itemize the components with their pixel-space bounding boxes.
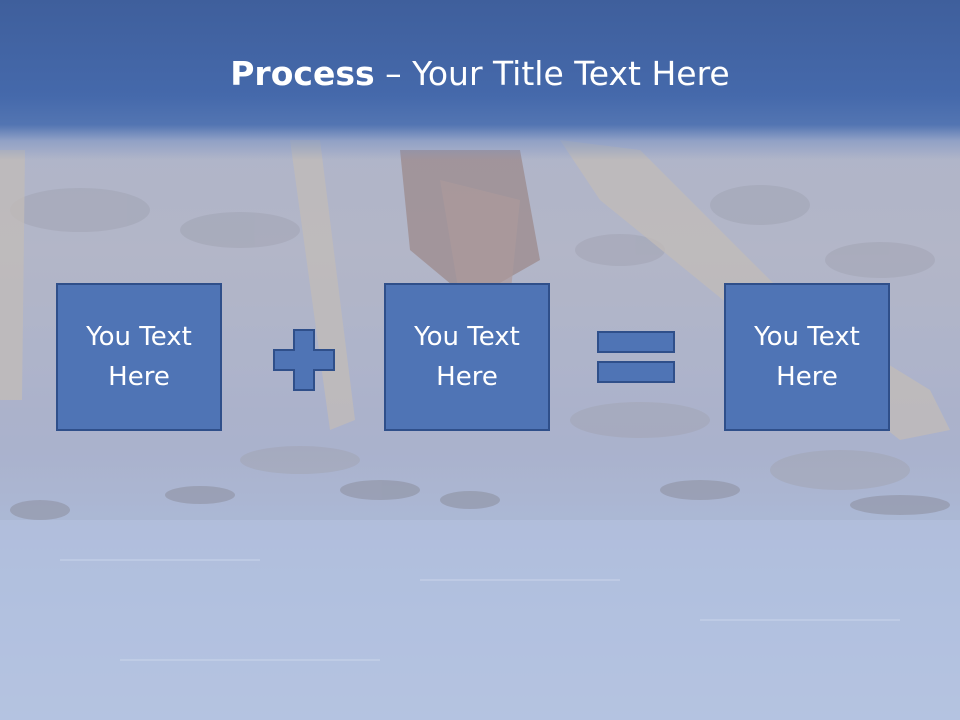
process-box-3[interactable]: You Text Here — [724, 283, 890, 431]
equals-icon — [597, 331, 675, 383]
title-text: – Your Title Text Here — [374, 54, 730, 93]
process-box-3-label: You Text Here — [754, 322, 860, 392]
plus-icon — [273, 329, 335, 391]
slide-title[interactable]: Process – Your Title Text Here — [0, 52, 960, 96]
process-box-2[interactable]: You Text Here — [384, 283, 550, 431]
process-box-1-label: You Text Here — [86, 322, 192, 392]
process-box-1[interactable]: You Text Here — [56, 283, 222, 431]
process-box-2-label: You Text Here — [414, 322, 520, 392]
title-bold: Process — [230, 54, 375, 93]
title-bar — [0, 0, 960, 160]
